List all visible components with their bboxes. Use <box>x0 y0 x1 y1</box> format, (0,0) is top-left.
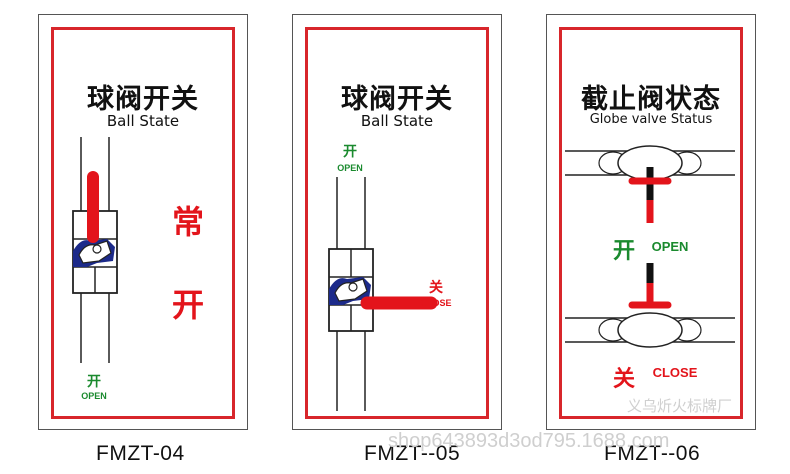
close-label-cn: 关 <box>429 280 443 296</box>
open-label-cn: 开 <box>87 374 101 390</box>
sign-red-frame <box>559 27 743 419</box>
sign-title-cn: 球阀开关 <box>87 84 199 115</box>
ball-valve-closed-illustration <box>328 177 438 411</box>
sign-card-fmzt-04: 球阀开关 Ball State 常 开 开 OPEN <box>38 14 248 430</box>
sign-card-fmzt-05: 球阀开关 Ball State 开 OPEN 关 CLOSE <box>292 14 502 430</box>
product-code-caption: FMZT--06 <box>604 442 701 465</box>
sign-title-en: Ball State <box>106 112 180 130</box>
state-open-label-2: 开 <box>172 286 205 324</box>
sign-title-cn: 球阀开关 <box>341 84 453 115</box>
product-code-caption: FMZT-04 <box>96 442 185 465</box>
globe-valve-open-illustration <box>565 145 735 223</box>
ball-valve-open-illustration <box>72 137 118 363</box>
open-label-en: OPEN <box>81 391 107 401</box>
sign-title-en: Globe valve Status <box>589 112 713 127</box>
close-label-cn: 关 <box>612 367 635 392</box>
sign-title-cn: 截止阀状态 <box>581 84 721 115</box>
sign-red-frame <box>305 27 489 419</box>
sign-card-fmzt-06: 截止阀状态 Globe valve Status 开 OPEN 关 CLOSE … <box>546 14 756 430</box>
watermark-shop-name: 义乌炘火标牌厂 <box>627 398 733 415</box>
close-label-en: CLOSE <box>652 365 698 380</box>
globe-valve-closed-illustration <box>565 263 735 348</box>
sign-red-frame <box>51 27 235 419</box>
open-label-cn: 开 <box>343 144 357 160</box>
open-label-en: OPEN <box>337 163 363 173</box>
state-normally-label-1: 常 <box>172 203 205 241</box>
product-code-caption: FMZT--05 <box>364 442 461 465</box>
close-label-en: CLOSE <box>420 298 452 308</box>
open-label-cn: 开 <box>612 239 635 264</box>
open-label-en: OPEN <box>651 239 689 254</box>
sign-title-en: Ball State <box>360 112 434 130</box>
watermark-shop-url: shop643893d3od795.1688.com <box>388 430 670 452</box>
